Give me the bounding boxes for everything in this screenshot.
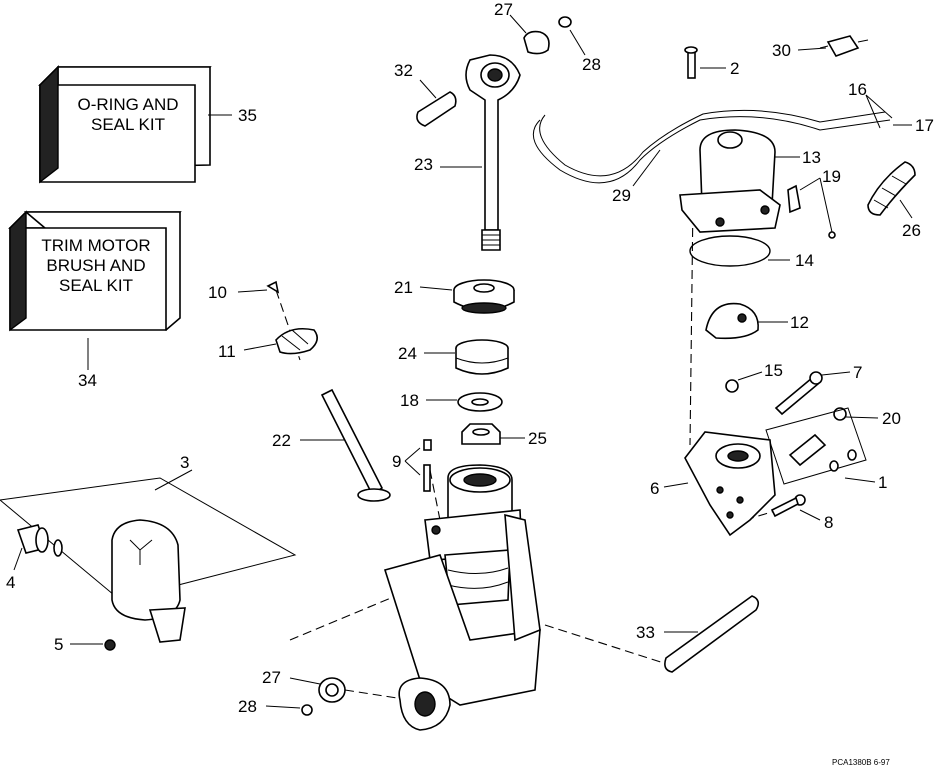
trim-motor — [532, 109, 891, 233]
label-28-bottom: 28 — [238, 697, 257, 716]
connector-30 — [819, 35, 869, 57]
screw-5 — [104, 639, 116, 651]
cap-21 — [453, 279, 515, 314]
label-21: 21 — [394, 278, 413, 297]
piston-rod — [465, 54, 521, 251]
label-15: 15 — [764, 361, 783, 380]
screw-9 — [423, 439, 432, 492]
label-30: 30 — [772, 41, 791, 60]
oring-kit-line2: SEAL KIT — [91, 115, 165, 134]
label-4: 4 — [6, 573, 15, 592]
fitting-15 — [725, 379, 739, 393]
trim-kit-line2: BRUSH AND — [46, 256, 145, 275]
leader-lines — [13, 14, 913, 709]
piston-24 — [455, 339, 509, 375]
label-10: 10 — [208, 283, 227, 302]
label-12: 12 — [790, 313, 809, 332]
label-34: 34 — [78, 371, 97, 390]
label-24: 24 — [398, 344, 417, 363]
oring-kit-line1: O-RING AND — [77, 95, 178, 114]
label-27-top: 27 — [494, 0, 513, 19]
pump-6 — [684, 431, 776, 537]
label-9: 9 — [392, 452, 401, 471]
label-28-top: 28 — [582, 55, 601, 74]
screw-8 — [770, 494, 806, 518]
label-1: 1 — [878, 473, 887, 492]
label-20: 20 — [882, 409, 901, 428]
reservoir-plate — [0, 477, 297, 643]
label-7: 7 — [853, 363, 862, 382]
label-11: 11 — [218, 342, 236, 361]
cover-12 — [705, 302, 759, 340]
label-2: 2 — [730, 59, 739, 78]
reference-code: PCA1380B 6-97 — [832, 758, 890, 767]
label-13: 13 — [802, 148, 821, 167]
label-18: 18 — [400, 391, 419, 410]
label-14: 14 — [795, 251, 814, 270]
washer-18 — [457, 392, 503, 412]
trim-kit-line3: SEAL KIT — [59, 276, 133, 295]
label-5: 5 — [54, 635, 63, 654]
label-16: 16 — [848, 80, 867, 99]
oring-14 — [689, 235, 771, 267]
hose-26 — [867, 161, 916, 216]
bolt-7 — [774, 371, 823, 416]
screw-2 — [684, 46, 698, 79]
trim-cylinder-housing — [383, 464, 541, 731]
label-25: 25 — [528, 429, 547, 448]
screw-10 — [266, 280, 280, 294]
bushing-27-top — [523, 16, 572, 55]
label-29: 29 — [612, 186, 631, 205]
trim-kit-line1: TRIM MOTOR — [41, 236, 150, 255]
label-3: 3 — [180, 453, 189, 472]
bushing-27-bottom — [301, 677, 346, 716]
label-22: 22 — [272, 431, 291, 450]
label-8: 8 — [824, 513, 833, 532]
callout-labels: 35 34 3 4 5 10 11 22 9 32 23 21 24 18 25… — [6, 0, 934, 767]
label-33: 33 — [636, 623, 655, 642]
pin-33 — [664, 595, 760, 673]
nut-11 — [275, 327, 318, 355]
label-27-bottom: 27 — [262, 668, 281, 687]
label-6: 6 — [650, 479, 659, 498]
label-32: 32 — [394, 61, 413, 80]
bushing — [16, 524, 63, 557]
trim-motor-kit-box: TRIM MOTOR BRUSH AND SEAL KIT — [8, 210, 182, 332]
label-35: 35 — [238, 106, 257, 125]
tube-22 — [320, 388, 391, 502]
label-17: 17 — [915, 116, 934, 135]
label-23: 23 — [414, 155, 433, 174]
label-19: 19 — [822, 167, 841, 186]
label-26: 26 — [902, 221, 921, 240]
nut-25 — [461, 423, 501, 445]
valve-1 — [765, 407, 867, 485]
oring-seal-kit-box: O-RING AND SEAL KIT — [38, 65, 212, 184]
pin-32 — [416, 91, 457, 127]
